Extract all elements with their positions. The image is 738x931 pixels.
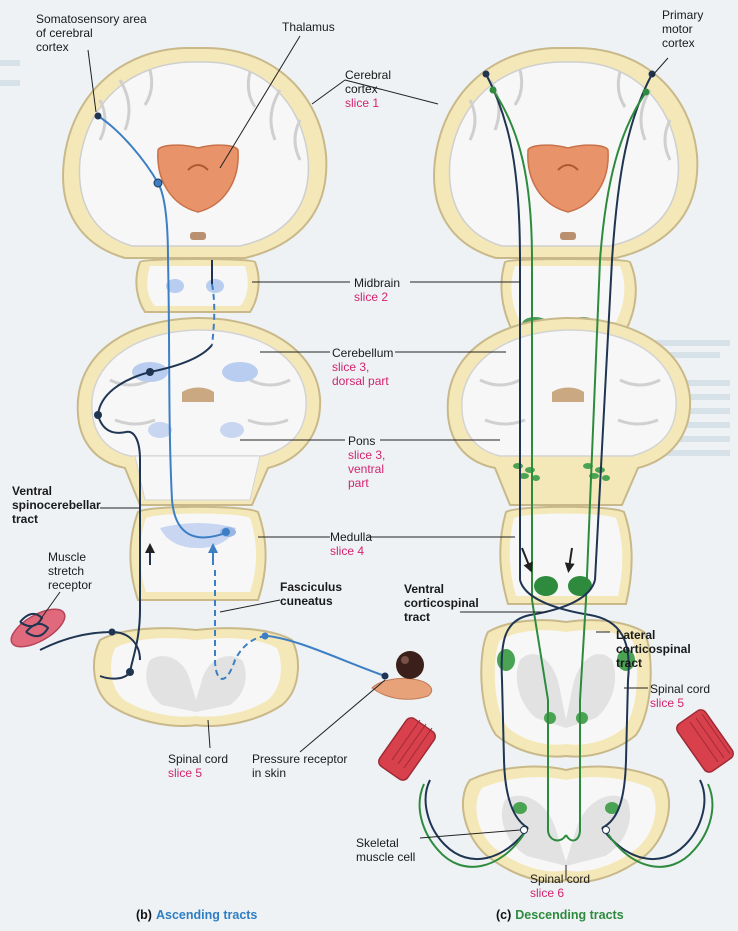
slice-number: slice 2 xyxy=(354,290,400,304)
label-somatosensory-area: Somatosensory area of cerebral cortex xyxy=(36,12,147,54)
slice-detail: ventral xyxy=(348,462,385,476)
caption-title: Ascending tracts xyxy=(156,908,257,922)
spinal-cord-slice-6-right xyxy=(463,767,669,882)
caption-letter: (c) xyxy=(496,908,511,922)
label-line: Cerebellum xyxy=(332,346,393,360)
label-line: Pressure receptor xyxy=(252,752,347,766)
label-line: cortex xyxy=(662,36,695,50)
slice-number: slice 1 xyxy=(345,96,391,110)
label-spinal-cord-slice-5-left: Spinal cord slice 5 xyxy=(168,752,228,780)
label-line: corticospinal xyxy=(404,596,479,610)
label-muscle-stretch-receptor: Muscle stretch receptor xyxy=(48,550,92,592)
brain-slice-1-left xyxy=(63,48,326,258)
slice-detail: part xyxy=(348,476,385,490)
label-spinal-cord-slice-6: Spinal cord slice 6 xyxy=(530,872,590,900)
label-line: Muscle xyxy=(48,550,86,564)
slice-number: slice 6 xyxy=(530,886,590,900)
label-line: Skeletal xyxy=(356,836,399,850)
skeletal-muscle-left-icon xyxy=(376,715,437,782)
label-ventral-spinocerebellar-tract: Ventral spinocerebellar tract xyxy=(12,484,101,526)
caption-ascending-tracts: (b) Ascending tracts xyxy=(136,908,257,922)
label-line: receptor xyxy=(48,578,92,592)
label-line: tract xyxy=(404,610,430,624)
label-cerebral-cortex: Cerebral cortex slice 1 xyxy=(345,68,391,110)
label-line: Spinal cord xyxy=(530,872,590,886)
label-line: Thalamus xyxy=(282,20,335,34)
label-line: Lateral xyxy=(616,628,655,642)
slice-detail: dorsal part xyxy=(332,374,393,388)
cerebellum-pons-slice-3-right xyxy=(448,318,690,505)
midbrain-slice-2-left xyxy=(136,259,258,312)
label-line: Cerebral xyxy=(345,68,391,82)
label-ventral-corticospinal-tract: Ventral corticospinal tract xyxy=(404,582,479,624)
label-line: Primary xyxy=(662,8,703,22)
slice-number: slice 5 xyxy=(168,766,228,780)
slice-number: slice 5 xyxy=(650,696,710,710)
label-line: Spinal cord xyxy=(168,752,228,766)
panel-descending xyxy=(376,48,735,882)
label-line: spinocerebellar xyxy=(12,498,101,512)
label-line: stretch xyxy=(48,564,84,578)
label-line: Spinal cord xyxy=(650,682,710,696)
label-thalamus: Thalamus xyxy=(282,20,335,34)
label-line: cortex xyxy=(345,82,378,96)
caption-title: Descending tracts xyxy=(515,908,623,922)
brain-slice-1-right xyxy=(434,48,697,258)
skeletal-muscle-right-icon xyxy=(674,707,735,774)
label-line: tract xyxy=(12,512,38,526)
label-pressure-receptor: Pressure receptor in skin xyxy=(252,752,347,780)
label-line: Ventral xyxy=(404,582,444,596)
label-medulla: Medulla slice 4 xyxy=(330,530,372,558)
label-line: motor xyxy=(662,22,693,36)
label-primary-motor-cortex: Primary motor cortex xyxy=(662,8,703,50)
label-fasciculus-cuneatus: Fasciculus cuneatus xyxy=(280,580,342,608)
label-line: cuneatus xyxy=(280,594,333,608)
caption-descending-tracts: (c) Descending tracts xyxy=(496,908,624,922)
slice-number: slice 3, xyxy=(332,360,393,374)
label-cerebellum: Cerebellum slice 3, dorsal part xyxy=(332,346,393,388)
label-line: cortex xyxy=(36,40,69,54)
label-lateral-corticospinal-tract: Lateral corticospinal tract xyxy=(616,628,691,670)
label-line: in skin xyxy=(252,766,286,780)
slice-number: slice 3, xyxy=(348,448,385,462)
label-midbrain: Midbrain slice 2 xyxy=(354,276,400,304)
slice-number: slice 4 xyxy=(330,544,372,558)
label-line: corticospinal xyxy=(616,642,691,656)
muscle-stretch-receptor-icon xyxy=(6,602,71,655)
label-line: of cerebral xyxy=(36,26,93,40)
label-line: Fasciculus xyxy=(280,580,342,594)
label-skeletal-muscle-cell: Skeletal muscle cell xyxy=(356,836,415,864)
label-line: Medulla xyxy=(330,530,372,544)
label-line: Somatosensory area xyxy=(36,12,147,26)
cerebellum-pons-slice-3-left xyxy=(78,318,320,505)
label-line: Midbrain xyxy=(354,276,400,290)
label-line: tract xyxy=(616,656,642,670)
caption-letter: (b) xyxy=(136,908,152,922)
label-pons: Pons slice 3, ventral part xyxy=(348,434,385,490)
label-line: muscle cell xyxy=(356,850,415,864)
label-line: Ventral xyxy=(12,484,52,498)
label-line: Pons xyxy=(348,434,375,448)
label-spinal-cord-slice-5-right: Spinal cord slice 5 xyxy=(650,682,710,710)
